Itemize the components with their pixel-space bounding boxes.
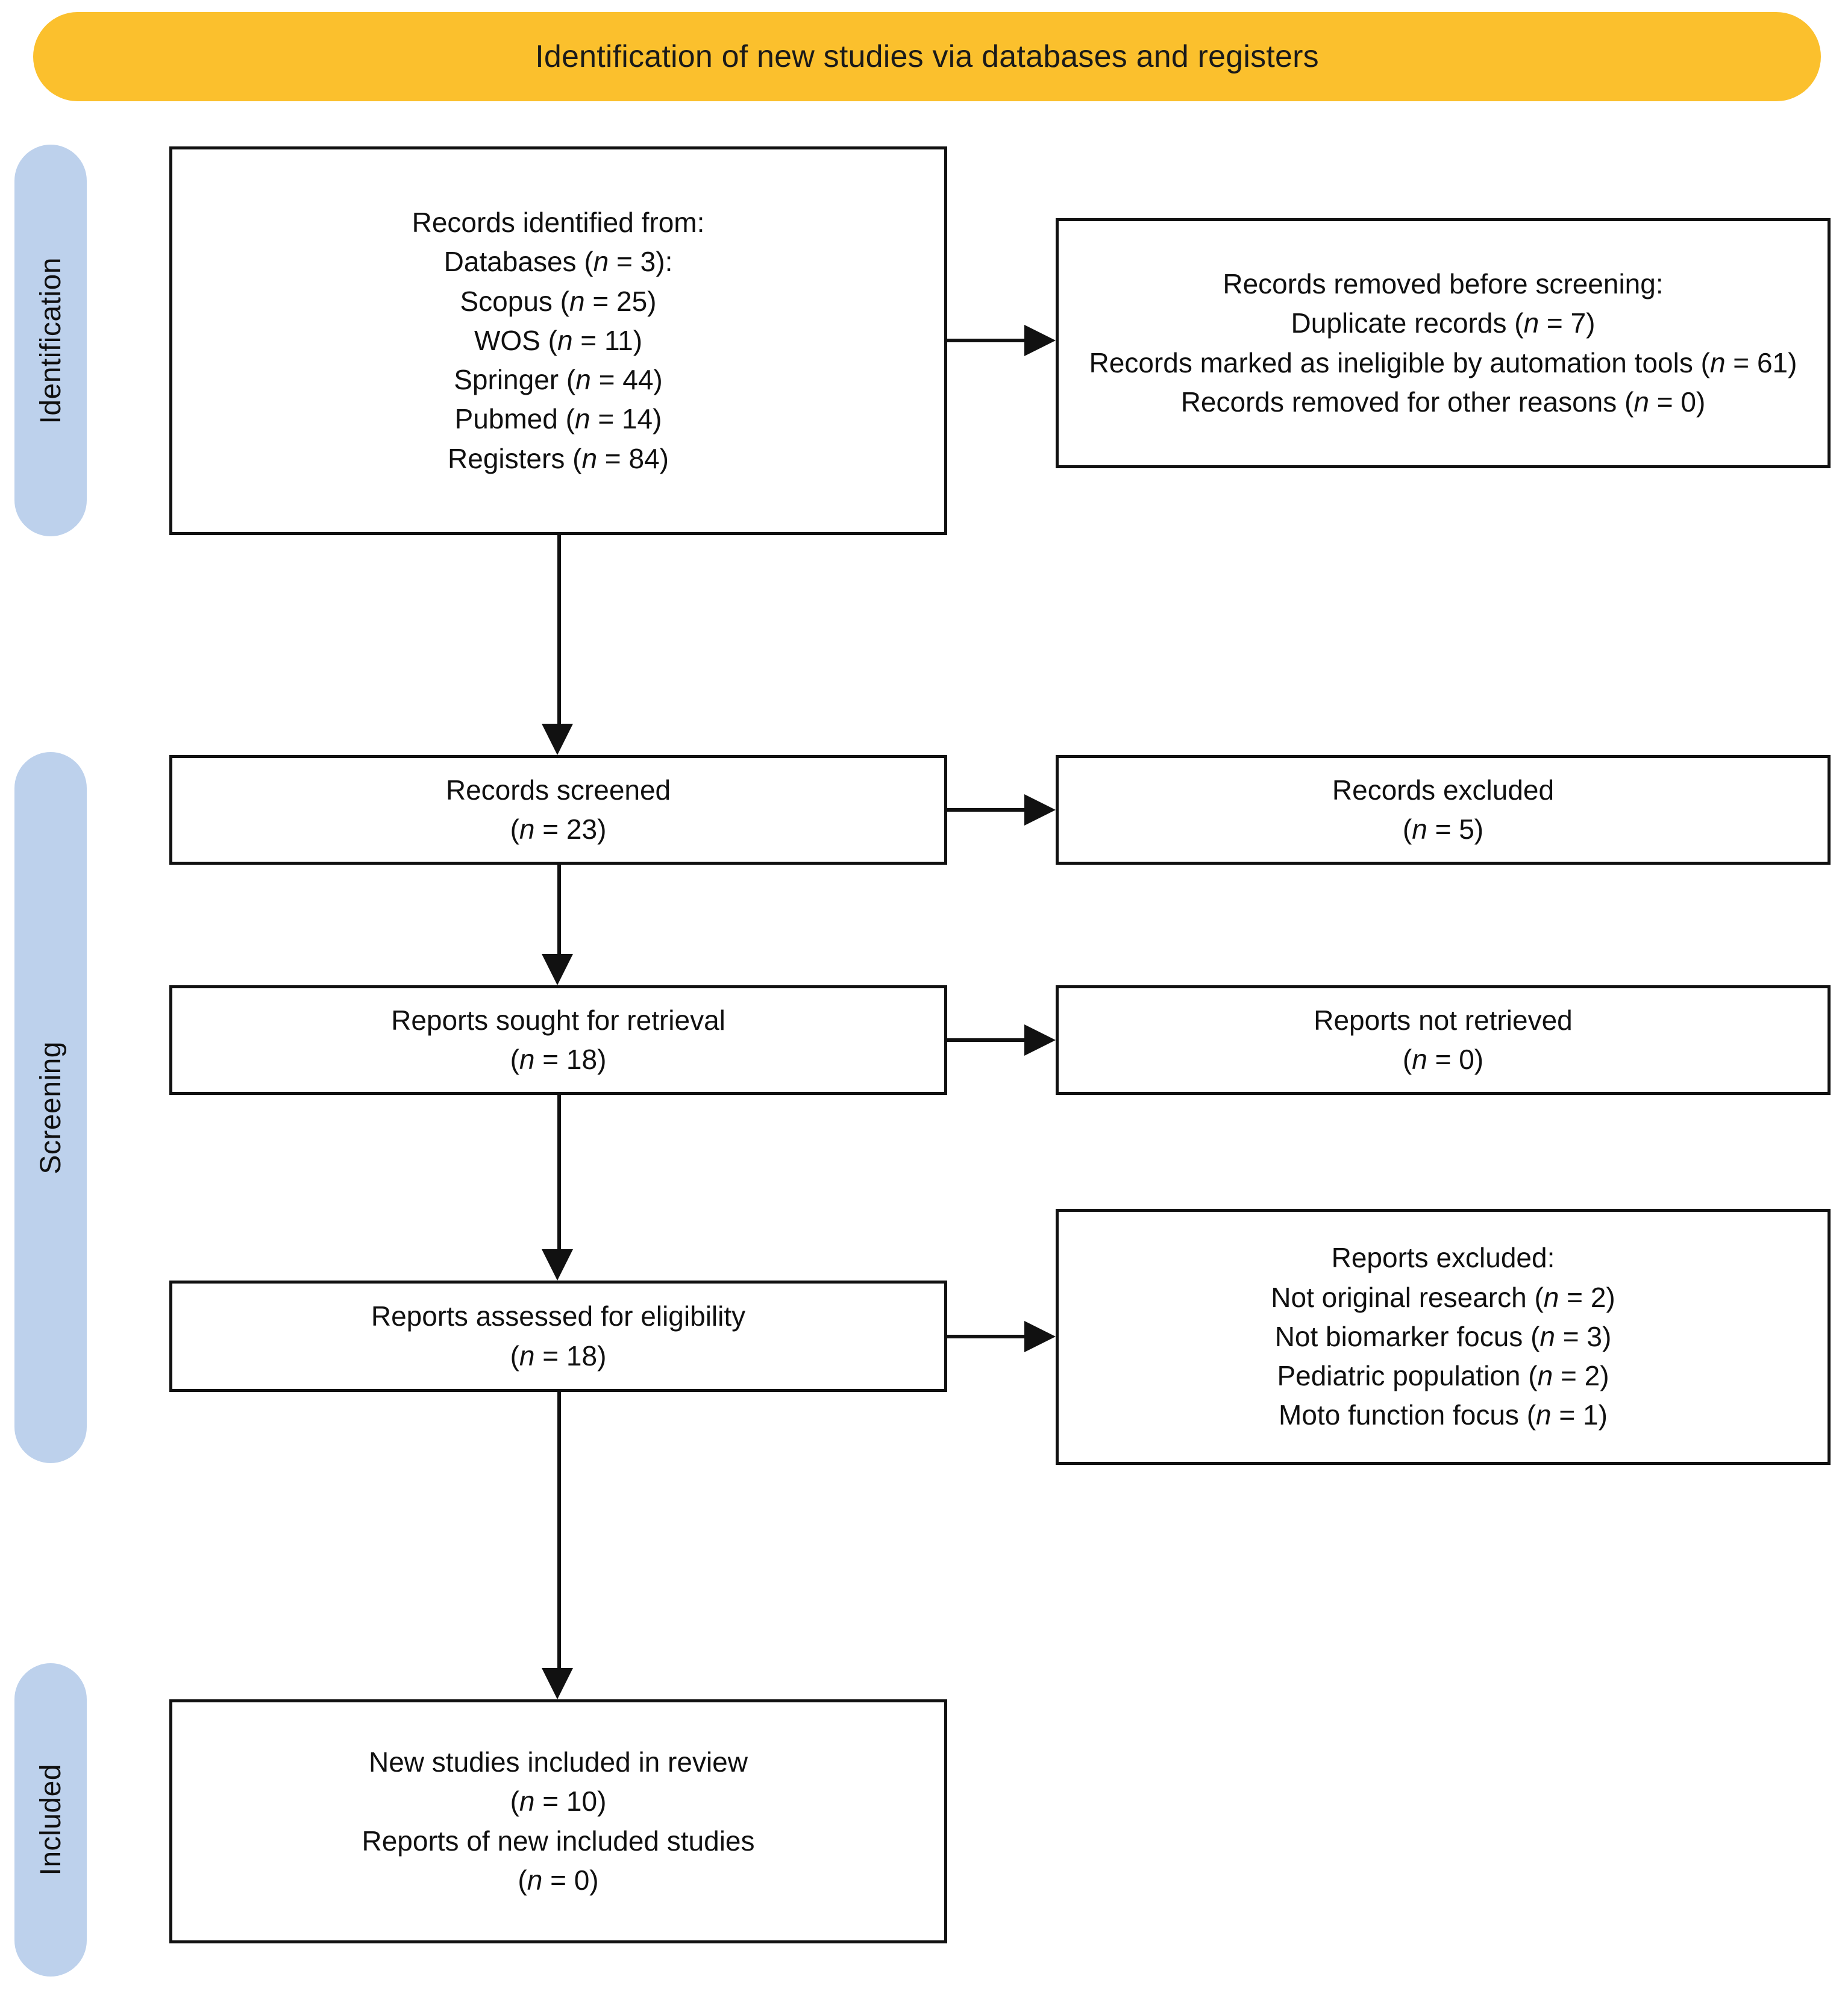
connector-sought-to-not-retrieved: [947, 1038, 1024, 1042]
box-line: Databases (n = 3):: [443, 246, 673, 278]
arrow-down-icon: [542, 1249, 573, 1281]
box-line: Records excluded: [1332, 774, 1555, 806]
arrow-down-icon: [542, 1668, 573, 1699]
box-line: Duplicate records (n = 7): [1291, 307, 1596, 339]
connector-eligibility-to-included: [557, 1392, 561, 1668]
box-line: (n = 0): [1402, 1044, 1484, 1075]
box-line: Records screened: [445, 774, 671, 806]
box-line: Records removed for other reasons (n = 0…: [1180, 386, 1706, 418]
box-line: New studies included in review: [369, 1746, 748, 1778]
box-line: (n = 18): [510, 1340, 607, 1372]
box-line: Reports of new included studies: [362, 1825, 755, 1857]
reports-assessed-box: Reports assessed for eligibility (n = 18…: [169, 1281, 947, 1392]
reports-sought-box: Reports sought for retrieval (n = 18): [169, 985, 947, 1095]
connector-eligibility-to-reports-excluded: [947, 1335, 1024, 1338]
stage-rail-identification: Identification: [14, 145, 87, 536]
box-line: WOS (n = 11): [474, 324, 643, 356]
box-line: Reports excluded:: [1331, 1242, 1555, 1274]
box-line: (n = 0): [518, 1864, 599, 1896]
box-line: Records removed before screening:: [1223, 268, 1664, 299]
box-line: Moto function focus (n = 1): [1279, 1399, 1608, 1431]
connector-sought-to-eligibility: [557, 1095, 561, 1249]
arrow-right-icon: [1024, 325, 1056, 356]
new-studies-included-box: New studies included in review (n = 10) …: [169, 1699, 947, 1943]
box-line: (n = 18): [510, 1044, 607, 1075]
connector-screened-to-excluded: [947, 808, 1024, 812]
box-line: Not original research (n = 2): [1271, 1281, 1615, 1313]
box-line: Not biomarker focus (n = 3): [1274, 1320, 1612, 1352]
stage-rail-included-label: Included: [34, 1764, 67, 1876]
arrow-right-icon: [1024, 1024, 1056, 1056]
arrow-right-icon: [1024, 794, 1056, 826]
box-line: Registers (n = 84): [448, 442, 669, 474]
box-line: Records identified from:: [412, 206, 705, 238]
arrow-down-icon: [542, 724, 573, 755]
diagram-header-banner: Identification of new studies via databa…: [33, 12, 1821, 101]
stage-rail-included: Included: [14, 1663, 87, 1977]
arrow-right-icon: [1024, 1321, 1056, 1352]
records-screened-box: Records screened (n = 23): [169, 755, 947, 865]
box-line: Records marked as ineligible by automati…: [1089, 346, 1797, 378]
box-line: Springer (n = 44): [454, 364, 663, 396]
stage-rail-screening: Screening: [14, 752, 87, 1463]
box-line: Scopus (n = 25): [460, 285, 657, 317]
page-title: Identification of new studies via databa…: [535, 39, 1319, 74]
arrow-down-icon: [542, 954, 573, 985]
stage-rail-identification-label: Identification: [34, 257, 67, 424]
connector-identified-to-screened: [557, 535, 561, 727]
box-line: Reports not retrieved: [1314, 1004, 1573, 1036]
box-line: Pubmed (n = 14): [454, 403, 662, 435]
box-line: Pediatric population (n = 2): [1277, 1360, 1609, 1392]
box-line: Reports sought for retrieval: [391, 1004, 725, 1036]
connector-identified-to-removed: [947, 339, 1024, 342]
stage-rail-screening-label: Screening: [34, 1041, 67, 1174]
box-line: Reports assessed for eligibility: [371, 1300, 746, 1332]
reports-excluded-box: Reports excluded: Not original research …: [1056, 1209, 1831, 1465]
box-line: (n = 23): [510, 814, 607, 845]
records-excluded-box: Records excluded (n = 5): [1056, 755, 1831, 865]
box-line: (n = 5): [1402, 814, 1484, 845]
reports-not-retrieved-box: Reports not retrieved (n = 0): [1056, 985, 1831, 1095]
records-identified-box: Records identified from: Databases (n = …: [169, 146, 947, 535]
connector-screened-to-sought: [557, 865, 561, 954]
records-removed-box: Records removed before screening: Duplic…: [1056, 218, 1831, 468]
box-line: (n = 10): [510, 1786, 607, 1817]
